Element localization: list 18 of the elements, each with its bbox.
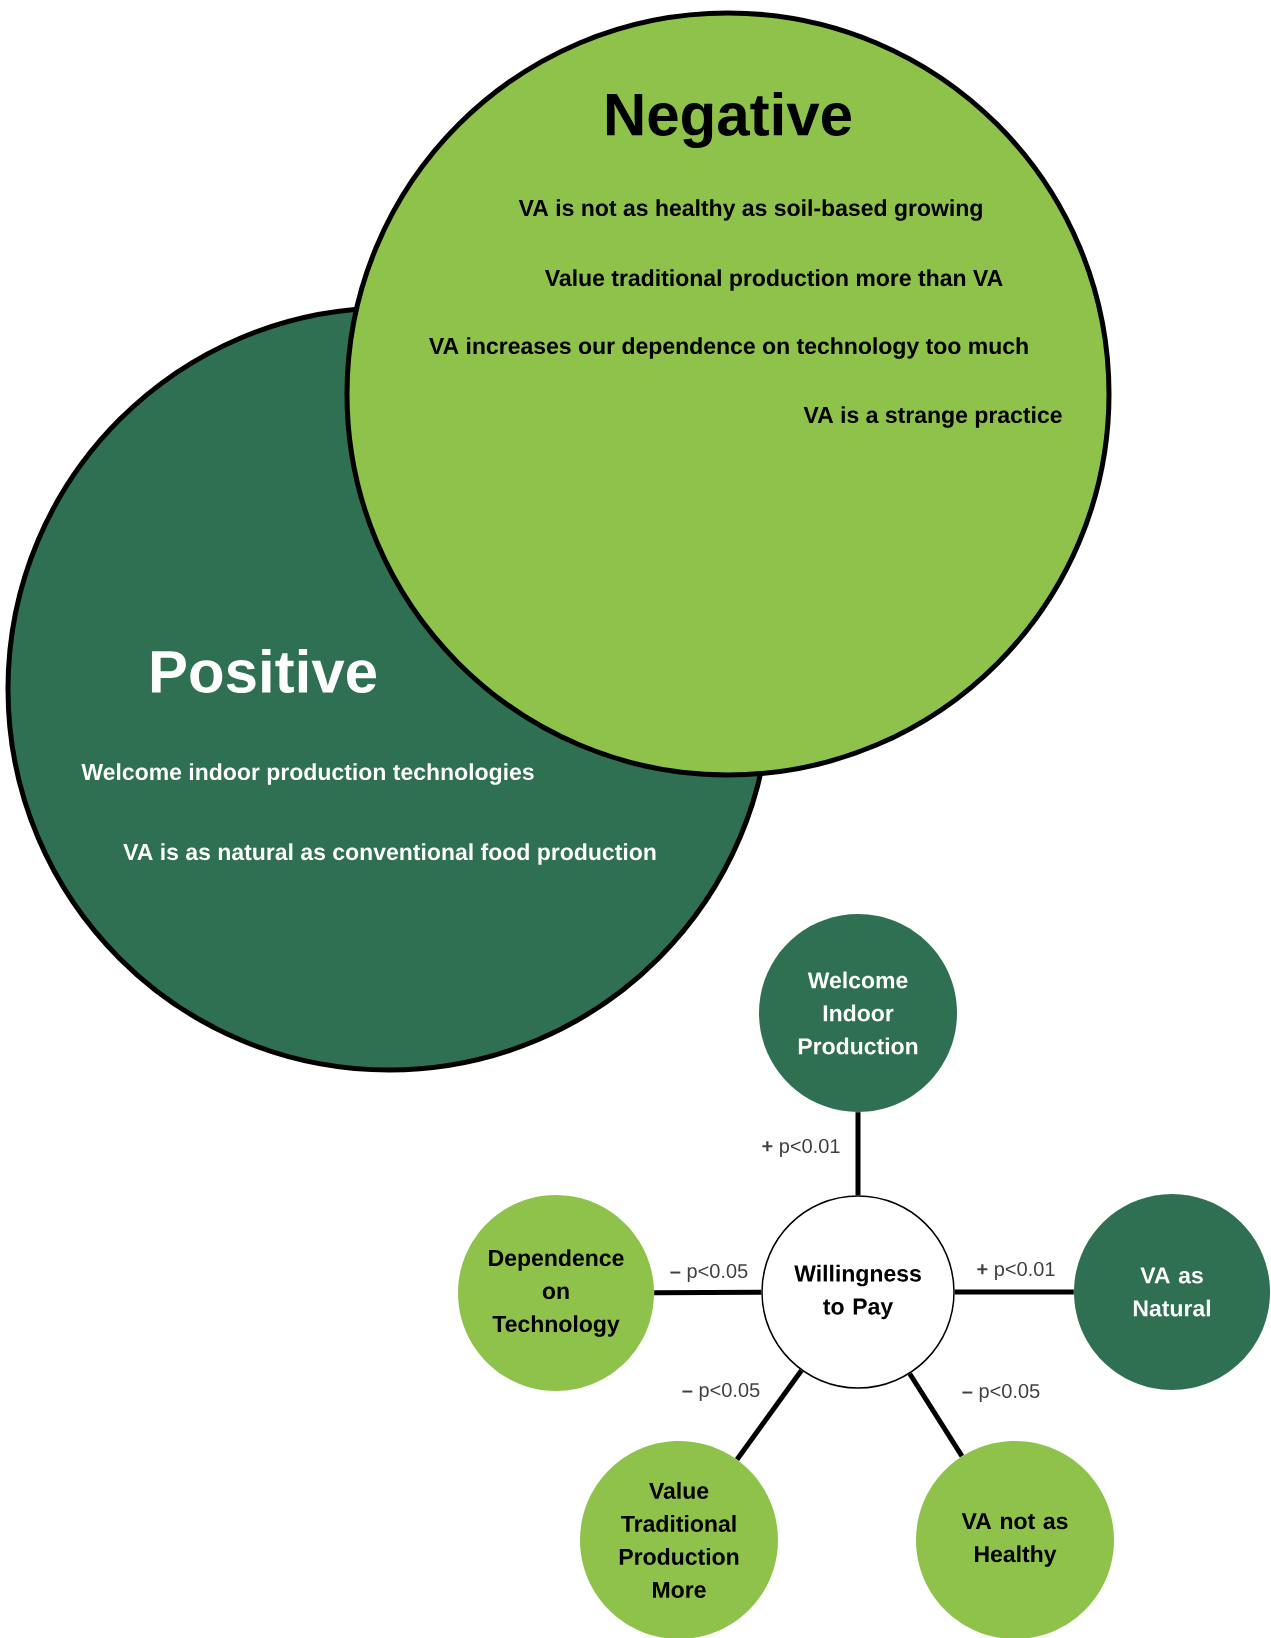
edge-label: + p<0.01 [760,1137,842,1159]
connector-line [735,1368,804,1462]
edge-label: + p<0.01 [975,1260,1057,1282]
statement-text: VA is a strange practice [803,406,1062,428]
connector-line [954,1289,1074,1295]
statement-text: VA increases our dependence on technology too much [429,337,1028,359]
statement-text: VA is as natural as conventional food production [123,843,656,865]
edge-label: – p<0.05 [668,1262,750,1284]
statement-text: Value traditional production more than VA [545,269,1003,291]
connector-line [907,1372,965,1458]
category-heading: Positive [151,648,376,693]
edge-label: – p<0.05 [960,1382,1042,1404]
connector-line [654,1289,762,1296]
connector-line [855,1112,861,1196]
edge-label: – p<0.05 [680,1381,762,1403]
category-heading: Negative [606,91,851,149]
statement-text: VA is not as healthy as soil-based growing [518,199,982,221]
statement-text: Welcome indoor production technologies [81,763,534,785]
